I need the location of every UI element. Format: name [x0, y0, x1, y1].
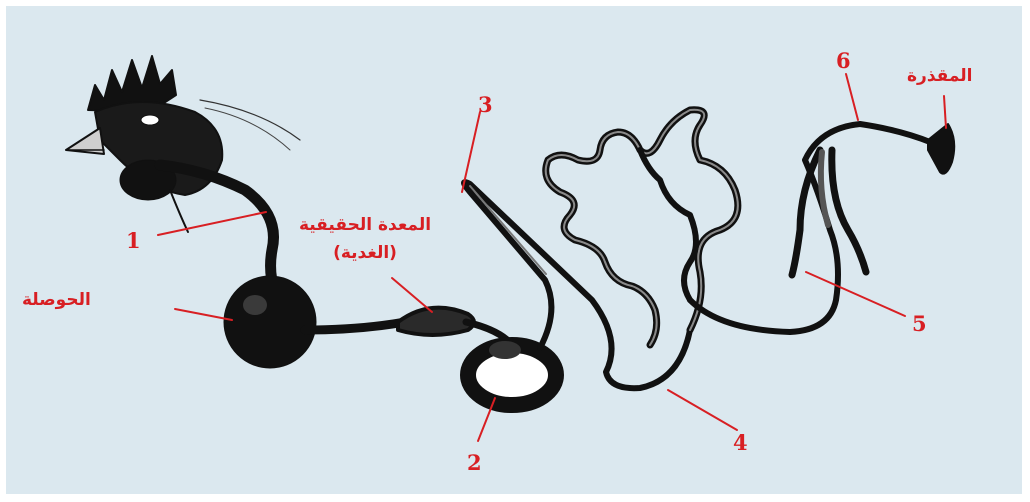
- label-proventriculus-line2: (الغدية): [300, 245, 430, 262]
- label-2: 2: [467, 452, 482, 473]
- label-3: 3: [478, 94, 493, 115]
- label-cloaca: المقذرة: [907, 68, 973, 85]
- label-5: 5: [912, 313, 927, 334]
- label-proventriculus-line1: المعدة الحقيقية: [270, 217, 460, 234]
- label-1: 1: [126, 230, 141, 251]
- cloaca-organ: [928, 124, 954, 174]
- small-intestine: [546, 110, 738, 345]
- label-4: 4: [733, 432, 748, 453]
- label-crop: الحوصلة: [22, 292, 91, 309]
- crop-organ: [224, 276, 316, 368]
- label-6: 6: [836, 50, 851, 71]
